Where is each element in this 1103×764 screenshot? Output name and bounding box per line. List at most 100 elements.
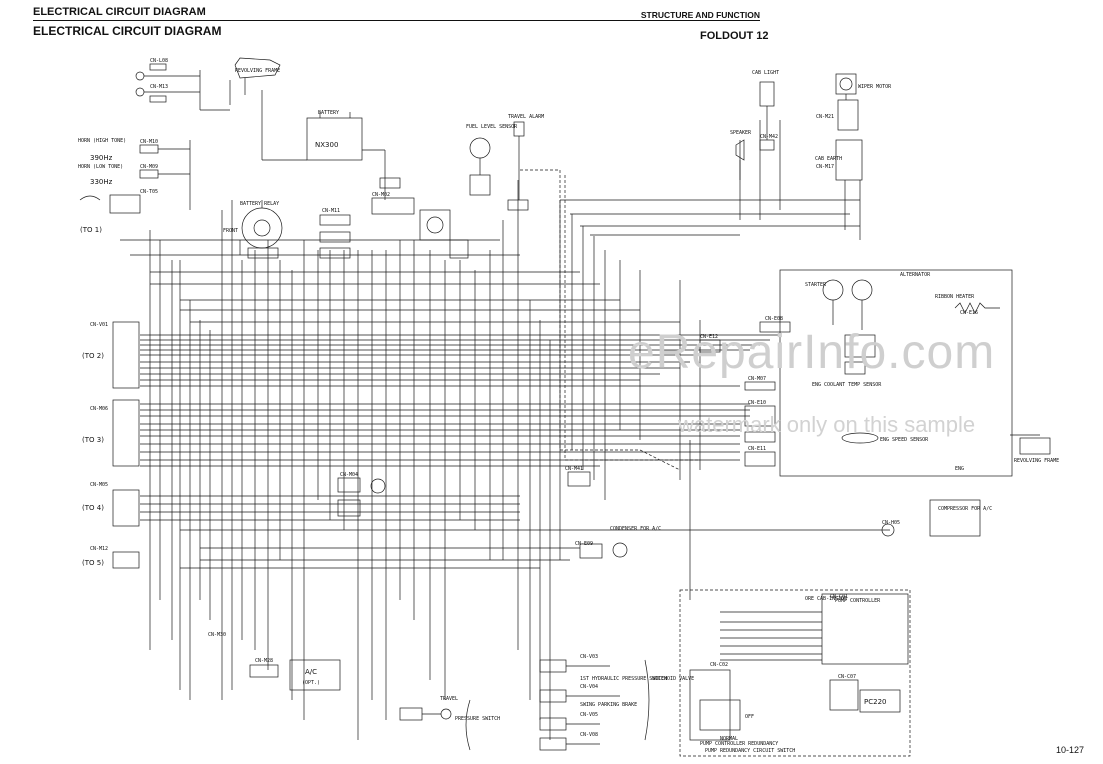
- hyd-pressure-label: 1ST HYDRAULIC PRESSURE SWITCH: [580, 676, 667, 682]
- horn-low-label: HORN (LOW TONE): [78, 164, 123, 170]
- connector-label: CN-C07: [838, 674, 856, 680]
- ac-opt-label: (OPT.): [302, 680, 320, 686]
- cab-light: [759, 81, 775, 151]
- horn-low-freq: 330Hz: [90, 178, 113, 186]
- battery-symbol: [261, 90, 386, 200]
- travel-alarm-label: TRAVEL ALARM: [508, 114, 544, 120]
- front-label: FRONT: [223, 228, 238, 234]
- connector-label: CN-M41: [565, 466, 583, 472]
- connector-label: CN-V08: [580, 732, 598, 738]
- connector-label: CN-V01: [90, 322, 108, 328]
- wire-bus-horizontal: [120, 199, 890, 569]
- connector-label: CN-V03: [580, 654, 598, 660]
- watermark-text: eRepairInfo.com: [628, 326, 996, 379]
- travel-pressure-switch: [399, 707, 452, 721]
- connector-label: CN-M02: [372, 192, 390, 198]
- starter-label: STARTER: [805, 282, 827, 288]
- eng-speed-label: ENG SPEED SENSOR: [880, 437, 929, 443]
- connector-label: CN-V04: [580, 684, 598, 690]
- to-2-label: (TO 2): [82, 352, 104, 360]
- wire-bus-vertical: [149, 120, 861, 740]
- solenoid-valve-label: SOLENOID VALVE: [652, 676, 694, 682]
- revolving-frame-ground: [229, 57, 281, 105]
- cab-earth-label: CAB EARTH: [815, 156, 842, 162]
- revolving-frame-right-label: REVOLVING FRAME: [1014, 458, 1059, 464]
- off-label: OFF: [745, 714, 754, 720]
- wiper-motor-label: WIPER MOTOR: [858, 84, 892, 90]
- foldout-label: FOLDOUT 12: [700, 30, 769, 42]
- connector-label: CN-M09: [140, 164, 158, 170]
- connector-label: CN-M10: [140, 139, 158, 145]
- to-4-label: (TO 4): [82, 504, 104, 512]
- starter-motor: [822, 279, 876, 375]
- horn-high-label: HORN (HIGH TONE): [78, 138, 126, 144]
- connector-label: CN-M28: [255, 658, 273, 664]
- connector-label: CN-H05: [882, 520, 900, 526]
- cab-light-label: CAB LIGHT: [752, 70, 779, 76]
- connector-label: CN-M07: [748, 376, 766, 382]
- connector-label: CN-E11: [748, 446, 766, 452]
- horn-high-freq: 390Hz: [90, 154, 113, 162]
- swing-brake-label: SWING PARKING BRAKE: [580, 702, 637, 708]
- travel-label: TRAVEL: [440, 696, 458, 702]
- speaker-label: SPEAKER: [730, 130, 752, 136]
- connector-label: CN-M05: [90, 482, 108, 488]
- connector-label: CN-E09: [575, 541, 593, 547]
- engine-box: [779, 269, 1013, 477]
- connector-label: CN-M17: [816, 164, 834, 170]
- pump-controller-area: [679, 589, 911, 757]
- connector-label: CN-E10: [748, 400, 766, 406]
- connector-label: CN-M12: [90, 546, 108, 552]
- travel-alarm: [507, 121, 529, 211]
- ac-unit: [249, 659, 341, 691]
- connector-label: CN-E16: [960, 310, 978, 316]
- engine-dashed-harness: [520, 169, 700, 471]
- pc220-label: PC220: [864, 698, 886, 706]
- section-header-left: ELECTRICAL CIRCUIT DIAGRAM: [33, 6, 206, 18]
- connector-label: CN-M30: [208, 632, 226, 638]
- pc-redundancy-label: PUMP CONTROLLER REDUNDANCY: [700, 741, 778, 747]
- pc-switch-label: PUMP REDUNDANCY CIRCUIT SWITCH: [705, 748, 795, 754]
- pressure-switch-label: PRESSURE SWITCH: [455, 716, 500, 722]
- alternator-label: ALTERNATOR: [900, 272, 931, 278]
- connector-label: CN-V05: [580, 712, 598, 718]
- pump-controller-label: PUMP CONTROLLER: [835, 598, 881, 604]
- battery-model-label: NX300: [315, 141, 338, 149]
- eng-coolant-label: ENG COOLANT TEMP SENSOR: [812, 382, 882, 388]
- battery-relay: [239, 200, 283, 259]
- revolving-frame-label: REVOLVING FRAME: [235, 68, 280, 74]
- connector-label: CN-M06: [90, 406, 108, 412]
- work-lamp-group: [135, 63, 230, 111]
- connector-label: CN-M21: [816, 114, 834, 120]
- ac-label: A/C: [305, 668, 317, 676]
- left-connector-blocks: [112, 321, 140, 569]
- connector-label: CN-T05: [140, 189, 158, 195]
- engine-label: ENG: [955, 466, 964, 472]
- fuel-level-sensor: [469, 137, 491, 196]
- battery-label: BATTERY: [318, 110, 339, 116]
- solenoid-valves: [465, 659, 650, 751]
- motor-symbols: [337, 471, 981, 559]
- connector-label: CN-E08: [765, 316, 783, 322]
- connector-label: CN-L08: [150, 58, 168, 64]
- wiper-motor: [835, 73, 863, 181]
- connector-label: CN-M13: [150, 84, 168, 90]
- battery-relay-label: BATTERY RELAY: [240, 201, 279, 207]
- compressor-label: COMPRESSOR FOR A/C: [938, 506, 992, 512]
- section-header-right: STRUCTURE AND FUNCTION: [640, 10, 760, 20]
- engine-connectors: [699, 321, 791, 467]
- connector-label: CN-E12: [700, 334, 718, 340]
- key-switch-block: [319, 177, 469, 259]
- header-divider: [33, 20, 760, 21]
- ribbon-heater: [954, 302, 1000, 314]
- connector-label: CN-M04: [340, 472, 358, 478]
- speaker: [735, 139, 745, 180]
- connector-label: CN-M42: [760, 134, 778, 140]
- condenser-label: CONDENSER FOR A/C: [610, 526, 661, 532]
- watermark-subtext: watermark only on this sample: [678, 412, 976, 437]
- to-3-label: (TO 3): [82, 436, 104, 444]
- horn-group: [79, 140, 191, 214]
- page-number: 10-127: [1056, 745, 1085, 755]
- eng-speed-sensor: [744, 431, 879, 444]
